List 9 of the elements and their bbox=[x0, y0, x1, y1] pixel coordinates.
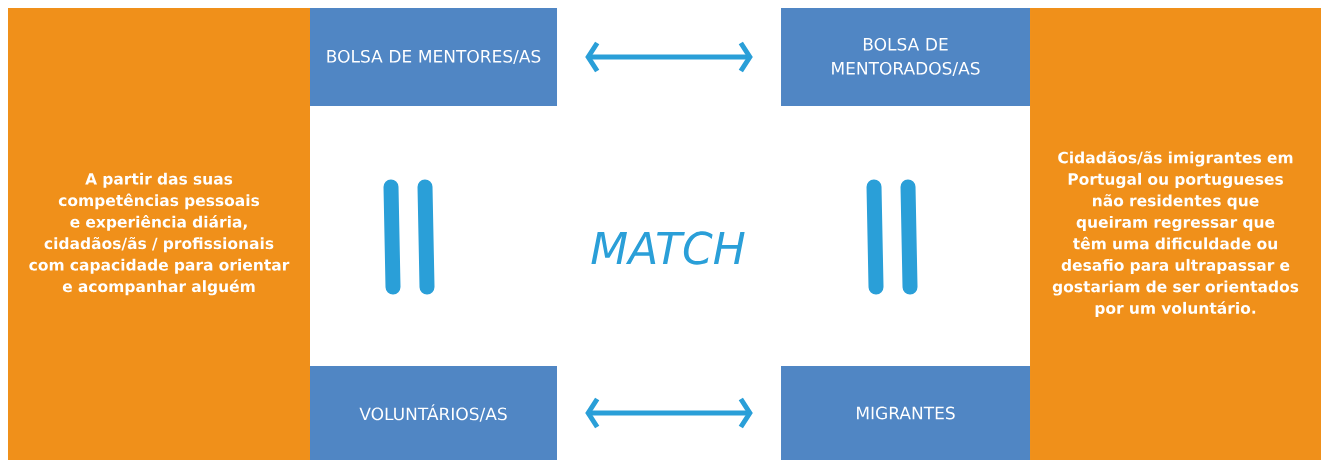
match-text: MATCH bbox=[591, 231, 745, 265]
group-box: VOLUNTÁRIOS/AS bbox=[310, 366, 557, 460]
group-box: BOLSA DE MENTORES/AS bbox=[310, 8, 557, 106]
double-arrow bbox=[585, 397, 753, 429]
description-panel: Cidadãos/ãs imigrantes em Portugal ou portugueses não residentes que queiram regressar que têm uma dificuldade ou desafio para ultrapassar e gostariam de ser orientados por um voluntário. bbox=[1030, 8, 1321, 460]
group-box: BOLSA DE MENTORADOS/AS bbox=[781, 8, 1030, 106]
double-arrow bbox=[585, 41, 753, 73]
group-box: MIGRANTES bbox=[781, 366, 1030, 460]
description-panel: A partir das suas competências pessoais e experiência diária, cidadãos/ãs / profissionais com capacidade para orientar e acompanhar alguém bbox=[8, 8, 310, 460]
